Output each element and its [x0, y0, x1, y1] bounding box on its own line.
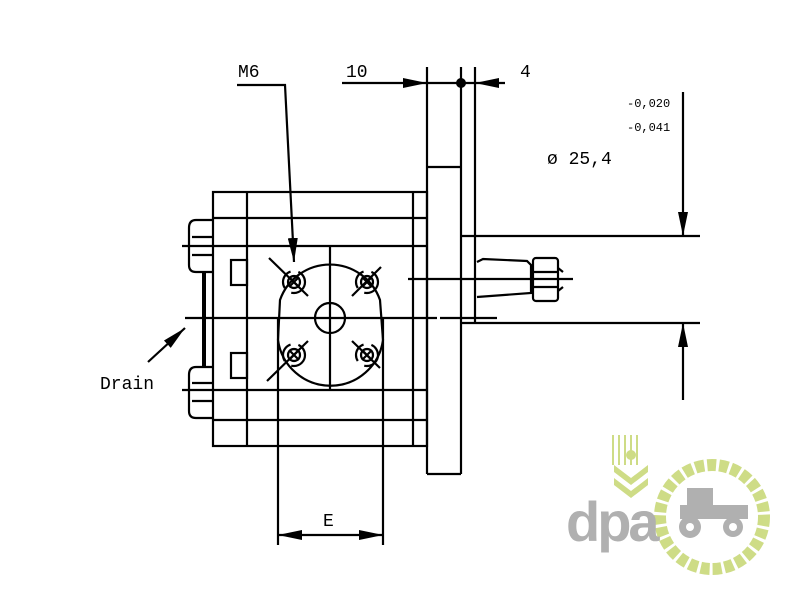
drain-arrow — [147, 327, 186, 363]
drain-label: Drain — [100, 375, 154, 395]
dpa-logo: dpa — [566, 435, 770, 575]
tolerance-upper: -0,020 — [627, 97, 670, 111]
wheat-icon — [612, 435, 648, 498]
bolt-hole-bottom-left — [266, 340, 309, 382]
dim-4-label: 4 — [520, 63, 531, 83]
pump-body — [182, 190, 429, 448]
gear-ring-icon — [654, 459, 770, 575]
mounting-flange — [425, 67, 477, 476]
logo-text: dpa — [566, 490, 660, 553]
bolt-holes — [266, 257, 382, 382]
shaft-nut — [531, 256, 560, 303]
dim-e-label: E — [323, 512, 334, 532]
bolt-head-top — [187, 218, 213, 274]
m6-leader — [237, 83, 298, 263]
tolerance-lower: -0,041 — [627, 121, 670, 135]
bolt-hole-top-left — [268, 257, 309, 297]
shaft-spline — [476, 257, 533, 299]
body-lug-bottom — [229, 351, 249, 380]
bolt-hole-top-right — [351, 266, 382, 297]
shaft — [461, 234, 700, 325]
bolt-head-bottom — [187, 365, 213, 420]
m6-label: M6 — [238, 63, 260, 83]
bolt-hole-bottom-right — [351, 340, 381, 369]
tractor-icon — [679, 488, 748, 538]
datum-dot — [456, 78, 466, 88]
dim-10-label: 10 — [346, 63, 368, 83]
shaft-diameter-label: ø 25,4 — [547, 150, 612, 170]
body-lug-top — [229, 258, 249, 287]
